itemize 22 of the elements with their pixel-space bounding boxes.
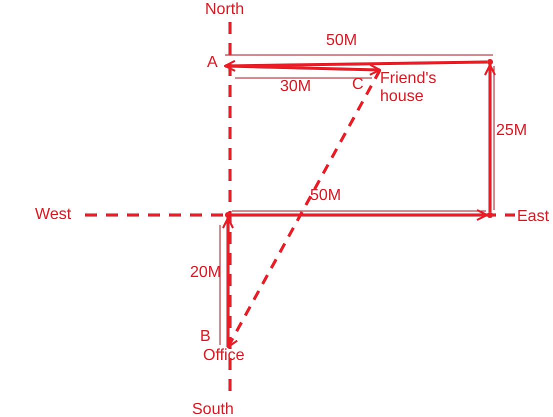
place-label: Friend's house: [380, 70, 434, 106]
distance-label: 50M: [326, 32, 358, 50]
direction-label: East: [517, 208, 550, 226]
junction-point: [487, 59, 493, 65]
direction-label: North: [205, 1, 244, 19]
direction-label: West: [35, 206, 72, 224]
route-arrow: [224, 60, 488, 72]
distance-label: 30M: [280, 78, 312, 96]
route-arrow: [226, 69, 382, 348]
distance-label: 20M: [190, 264, 222, 282]
distance-label: 50M: [310, 187, 342, 205]
route-arrow: [222, 217, 234, 347]
point-label: A: [207, 54, 219, 72]
junction-point: [225, 212, 231, 218]
place-label: Office: [203, 347, 246, 365]
distance-label: 25M: [496, 122, 528, 140]
route-arrow: [231, 209, 488, 221]
direction-label: South: [192, 401, 234, 417]
route-arrow: [224, 64, 381, 76]
route-arrow: [484, 64, 496, 212]
junction-point: [487, 212, 493, 218]
point-label: B: [200, 328, 211, 346]
